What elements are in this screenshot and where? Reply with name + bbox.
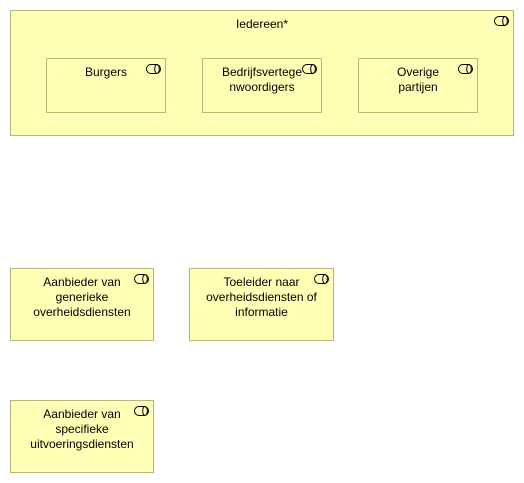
role-toeleider-overheidsdiensten[interactable]: Toeleider naar overheidsdiensten of info… — [189, 268, 334, 341]
business-role-icon — [134, 406, 150, 416]
role-aanbieder-specifieke-uitvoeringsdiensten[interactable]: Aanbieder van specifieke uitvoeringsdien… — [10, 400, 154, 473]
role-aanbieder-generieke-overheidsdiensten[interactable]: Aanbieder van generieke overheidsdienste… — [10, 268, 154, 341]
business-role-icon — [458, 64, 474, 74]
role-burgers[interactable]: Burgers — [46, 58, 166, 113]
role-label: Toeleider naar overheidsdiensten of info… — [206, 275, 317, 319]
business-role-icon — [134, 274, 150, 284]
role-label: Overige partijen — [396, 65, 440, 94]
role-overige-partijen[interactable]: Overige partijen — [358, 58, 478, 113]
business-role-icon — [494, 16, 510, 26]
role-label: Bedrijfsvertegenwoordigers — [221, 65, 303, 94]
role-label: Aanbieder van generieke overheidsdienste… — [33, 275, 131, 319]
business-role-icon — [302, 64, 318, 74]
role-label: Burgers — [84, 65, 128, 79]
role-bedrijfsvertegenwoordigers[interactable]: Bedrijfsvertegenwoordigers — [202, 58, 322, 113]
business-role-icon — [146, 64, 162, 74]
role-label: Iedereen* — [235, 17, 289, 31]
role-label: Aanbieder van specifieke uitvoeringsdien… — [30, 407, 134, 451]
business-role-icon — [314, 274, 330, 284]
role-iedereen[interactable]: Iedereen* Burgers Bedrijfsvertegenwoordi… — [10, 10, 514, 136]
